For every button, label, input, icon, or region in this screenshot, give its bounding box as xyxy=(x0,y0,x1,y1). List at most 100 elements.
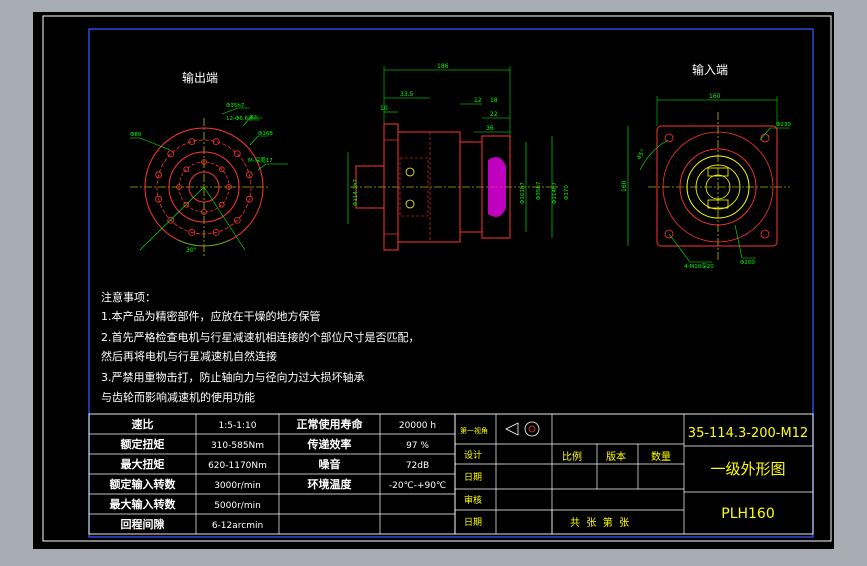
dim-d2: 10 xyxy=(380,105,388,112)
spec-table: 速比 1:5-1:10 正常使用寿命 20000 h 额定扭矩 310-585Nm 传递效率… xyxy=(88,413,456,535)
model-name: PLH160 xyxy=(721,506,775,522)
title-block: 第一视角 设计 日期 审核 日期 比例 版本 数量 共 张 第 张 35-114… xyxy=(454,413,814,535)
corner-hole-tl xyxy=(664,133,674,143)
spec-label: 速比 xyxy=(132,417,154,431)
input-callout-3: Φ200 xyxy=(740,260,755,266)
date-label-2: 日期 xyxy=(464,517,482,528)
note-line-5: 与齿轮而影响减速机的使用功能 xyxy=(101,390,255,404)
outer-bolt-hole xyxy=(167,216,175,224)
input-pilot-circle xyxy=(679,148,757,226)
outer-bolt-hole xyxy=(233,150,241,158)
output-view-label: 输出端 xyxy=(182,70,218,85)
drawing-code: 35-114.3-200-M12 xyxy=(688,426,808,441)
quantity-label: 数量 xyxy=(651,450,671,463)
input-view-label: 输入端 xyxy=(692,62,728,77)
dim-v5: Φ170 xyxy=(564,185,570,200)
inner-bolt-hole xyxy=(218,166,225,173)
input-outer-circle xyxy=(662,131,774,243)
inner-bolt-hole xyxy=(226,184,232,190)
square-flange xyxy=(656,125,778,247)
inner-bolt-hole xyxy=(201,209,207,215)
clamp-screw-bottom xyxy=(707,199,729,209)
input-shaft-circle xyxy=(705,174,731,200)
input-callout-2: 4-M10深20 xyxy=(684,262,714,270)
dim-d3: 12 xyxy=(474,97,482,104)
dim-v4: Φ114h7 xyxy=(552,182,558,204)
dim-d5: 22 xyxy=(490,111,498,118)
inner-border xyxy=(88,28,814,538)
callout-holes: 12-Φ6.6通孔 xyxy=(226,114,260,122)
spec-label: 最大扭矩 xyxy=(121,457,165,471)
outer-bolt-holes xyxy=(155,138,253,236)
spec-label-2: 环境温度 xyxy=(308,477,353,491)
date-label-1: 日期 xyxy=(464,472,482,483)
spec-value-2: 97 % xyxy=(406,441,429,451)
corner-hole-bl xyxy=(664,229,674,239)
inner-bolt-holes xyxy=(176,159,232,215)
input-callout-1: Φ230 xyxy=(776,122,791,128)
spec-value-2: -20℃-+90℃ xyxy=(389,481,446,491)
callout-flange: Φ168 xyxy=(258,131,273,137)
inner-bolt-hole xyxy=(201,159,207,165)
outer-bolt-hole xyxy=(155,171,163,179)
coupling xyxy=(488,157,506,217)
callout-shaft: Φ35h7 xyxy=(226,103,245,109)
side-view: 186 33.5 10 12 18 22 36 Φ114.3h7 Φ161h7 … xyxy=(347,63,570,251)
outer-bolt-hole xyxy=(212,138,220,146)
input-width-dim: 160 xyxy=(709,93,721,100)
outer-bolt-hole xyxy=(212,228,220,236)
spec-label-2: 噪音 xyxy=(319,457,341,471)
clamp-ring xyxy=(695,164,741,210)
outer-bolt-hole xyxy=(167,150,175,158)
check-label: 审核 xyxy=(464,494,482,506)
spec-value: 5000r/min xyxy=(214,501,261,511)
outer-bolt-hole xyxy=(188,228,196,236)
outer-bolt-hole xyxy=(155,195,163,203)
output-angle-label: 30° xyxy=(186,247,197,254)
note-line-1: 1.本产品为精密部件，应放在干燥的地方保管 xyxy=(101,309,321,323)
spec-value: 6-12arcmin xyxy=(212,521,263,531)
dim-d6: 36 xyxy=(486,125,494,132)
spec-value: 310-585Nm xyxy=(211,441,264,451)
spec-value: 1:5-1:10 xyxy=(219,421,257,431)
shaft-circle xyxy=(188,171,220,203)
dim-d4: 18 xyxy=(490,97,498,104)
notes-title: 注意事项： xyxy=(101,290,156,304)
outer-frame xyxy=(42,15,832,542)
outer-bolt-hole xyxy=(233,216,241,224)
dim-v3: Φ35h7 xyxy=(536,181,542,200)
spec-value-2: 20000 h xyxy=(399,421,436,431)
screw-upper xyxy=(405,167,415,177)
clamp-screw-top xyxy=(707,167,729,177)
dim-d1: 33.5 xyxy=(400,91,414,98)
spec-value: 620-1170Nm xyxy=(208,461,267,471)
bolt-circle xyxy=(156,139,252,235)
dim-overall: 186 xyxy=(437,63,449,70)
note-line-4: 3.严禁用重物击打，防止轴向力与径向力过大损坏轴承 xyxy=(101,370,365,384)
drawing-sheet xyxy=(33,12,834,549)
dim-v1: Φ114.3h7 xyxy=(353,178,359,206)
callout-center: Φ80 xyxy=(130,132,142,138)
internal-gear xyxy=(399,157,429,217)
angle-arc xyxy=(177,239,231,247)
spec-value-2: 72dB xyxy=(406,461,429,471)
notes-block: 注意事项： 1.本产品为精密部件，应放在干燥的地方保管 2.首先严格检查电机与行… xyxy=(101,290,420,404)
inner-bolt-hole xyxy=(183,166,190,173)
spec-value: 3000r/min xyxy=(214,481,261,491)
spec-label-2: 正常使用寿命 xyxy=(297,417,364,431)
inner-bolt-hole xyxy=(218,201,225,208)
outer-bolt-hole xyxy=(245,195,253,203)
design-label: 设计 xyxy=(464,449,482,461)
projection-symbol-icon xyxy=(505,421,540,437)
scale-label: 比例 xyxy=(562,450,582,463)
spec-label: 回程间隙 xyxy=(121,517,165,531)
drawing-name: 一级外形图 xyxy=(710,460,785,478)
spec-label-2: 传递效率 xyxy=(307,437,352,451)
version-label: 版本 xyxy=(606,450,626,463)
input-bore-circle xyxy=(686,155,750,219)
outer-bolt-hole xyxy=(245,171,253,179)
input-angle-dim: 45° xyxy=(636,148,647,161)
spec-label: 额定扭矩 xyxy=(121,437,165,451)
shaft-flange-circle xyxy=(168,151,240,223)
